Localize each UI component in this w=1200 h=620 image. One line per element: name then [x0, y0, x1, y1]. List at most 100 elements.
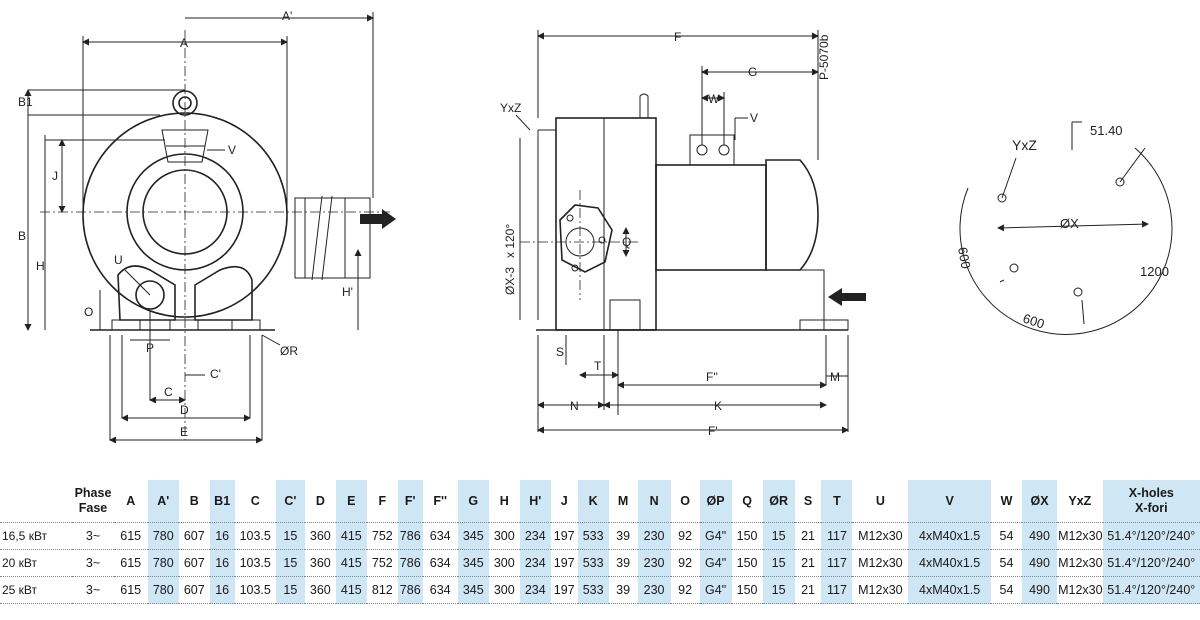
table-cell: 300: [488, 549, 520, 577]
table-cell: 150: [731, 549, 763, 577]
table-cell: 117: [821, 576, 853, 604]
table-cell: M12x30: [852, 522, 909, 550]
table-cell: 54: [990, 549, 1022, 577]
table-cell: 39: [608, 549, 638, 577]
table-cell: 3~: [72, 522, 114, 550]
column-header: F: [367, 480, 398, 523]
column-header: A': [147, 480, 179, 523]
column-header-text: N: [649, 493, 659, 508]
column-header-text: F': [404, 493, 416, 508]
table-cell: 117: [821, 549, 853, 577]
table-cell: 533: [577, 549, 609, 577]
column-header-text: F: [378, 493, 387, 508]
dim-r-label: ØR: [280, 344, 298, 358]
table-cell: 15: [762, 576, 795, 604]
table-cell: 752: [366, 522, 398, 550]
column-header-text: G: [468, 493, 479, 508]
table-cell: 490: [1021, 549, 1058, 577]
column-header-text: ØP: [706, 493, 725, 508]
column-header-text: O: [680, 493, 690, 508]
dim-h-label: H: [36, 259, 45, 273]
table-cell: 752: [366, 549, 398, 577]
table-cell: 786: [397, 576, 423, 604]
table-cell: 16: [209, 522, 235, 550]
dim-p-label: P: [146, 341, 154, 355]
column-header-text: ØX: [1030, 493, 1049, 508]
column-header: U: [852, 480, 908, 523]
table-cell: 490: [1021, 576, 1058, 604]
table-cell: M12x30: [1057, 522, 1103, 550]
table-cell: 15: [762, 549, 795, 577]
dim-f1-label: F': [708, 424, 718, 438]
table-cell: 300: [488, 576, 520, 604]
table-cell: 4xM40x1.5: [908, 522, 991, 550]
column-header: YxZ: [1057, 480, 1102, 523]
column-header-text: X-fori: [1134, 501, 1168, 515]
dim-o-label: O: [84, 305, 93, 319]
table-cell: 92: [670, 522, 700, 550]
column-header-text: C': [284, 493, 297, 508]
table-cell: 15: [762, 522, 795, 550]
table-cell: M12x30: [1057, 549, 1103, 577]
inlet-arrow-icon: [828, 288, 866, 306]
column-header-text: W: [1000, 493, 1013, 508]
flange-angle-label: 51.40: [1090, 123, 1123, 138]
column-header: E: [335, 480, 367, 523]
table-cell: 634: [422, 549, 458, 577]
column-header-text: A: [126, 493, 136, 508]
column-header: H': [519, 480, 551, 523]
table-cell: 780: [147, 549, 179, 577]
table-cell: 3~: [72, 576, 114, 604]
table-cell: M12x30: [852, 549, 909, 577]
table-cell: 103.5: [234, 549, 276, 577]
dim-n-label: N: [570, 399, 579, 413]
table-cell: 415: [335, 549, 367, 577]
column-header-text: V: [945, 493, 954, 508]
table-cell: 230: [637, 576, 671, 604]
column-header: S: [795, 480, 822, 523]
table-cell: 607: [178, 549, 210, 577]
table-cell: 345: [457, 576, 489, 604]
column-header-text: C: [250, 493, 260, 508]
column-header: H: [489, 480, 520, 523]
table-cell: 54: [990, 576, 1022, 604]
dim-v-label: V: [228, 143, 236, 157]
column-header-text: YxZ: [1068, 493, 1092, 508]
flange-diameter-label: ØX: [1060, 216, 1079, 231]
table-cell: 103.5: [234, 522, 276, 550]
table-cell: 3~: [72, 549, 114, 577]
table-cell: 234: [519, 549, 551, 577]
column-header-text: U: [875, 493, 885, 508]
column-header: ØX: [1021, 480, 1058, 523]
column-header: W: [991, 480, 1022, 523]
outlet-arrow-icon: [360, 209, 396, 229]
column-header-text: S: [803, 493, 813, 508]
dim-c-label: C: [164, 385, 173, 399]
table-cell: M12x30: [852, 576, 909, 604]
table-cell: 607: [178, 576, 210, 604]
column-header-text: Phase: [74, 486, 112, 500]
dim-h-prime-label: H': [342, 285, 353, 299]
column-header: O: [671, 480, 700, 523]
dim-j-label: J: [52, 169, 58, 183]
dim-a-label: A: [180, 36, 188, 50]
dim-v-side-label: V: [750, 111, 758, 125]
table-cell: 360: [304, 576, 336, 604]
dim-yxz-label: YxZ: [500, 101, 521, 115]
table-cell: 4xM40x1.5: [908, 549, 991, 577]
column-header-text: F'': [433, 493, 447, 508]
dim-t-label: T: [594, 359, 602, 373]
table-cell: 780: [147, 576, 179, 604]
column-header: A: [114, 480, 148, 523]
flange-yxz-label: YxZ: [1012, 137, 1037, 153]
table-cell: 345: [457, 522, 489, 550]
column-header-text: X-holes: [1128, 486, 1174, 500]
table-cell: 16: [209, 549, 235, 577]
dim-m-label: M: [830, 370, 840, 384]
dim-120-label: x 120°: [503, 224, 517, 258]
table-cell: 345: [457, 549, 489, 577]
